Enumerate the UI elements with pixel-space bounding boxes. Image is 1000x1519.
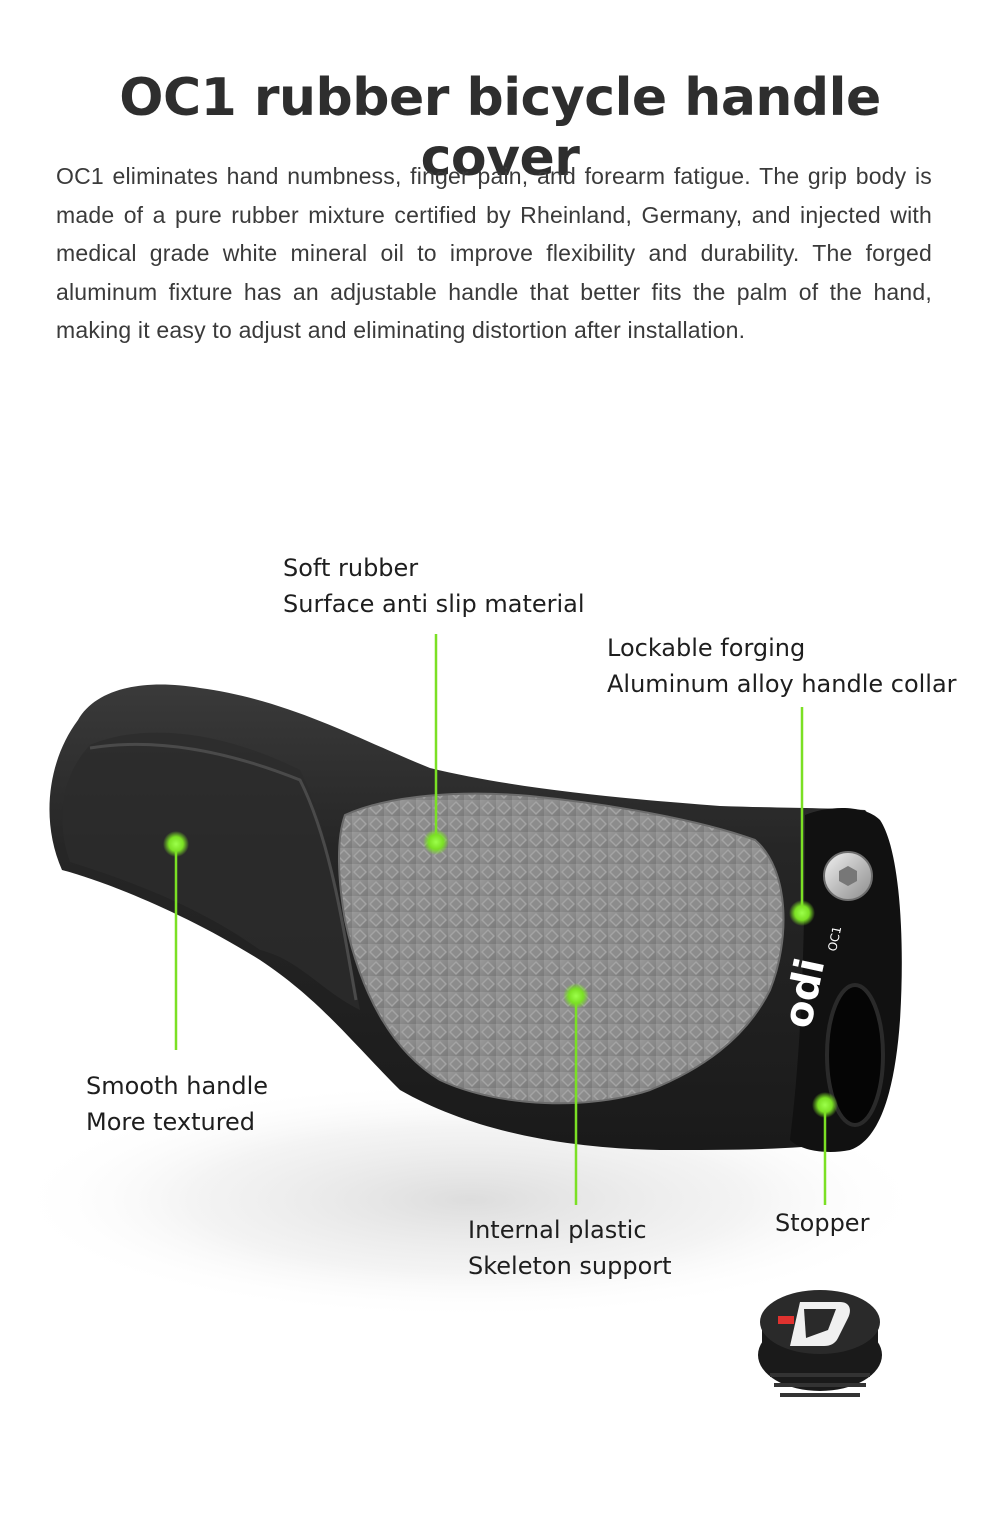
callout-dot-lockable-forging — [789, 900, 815, 926]
callout-soft-rubber-line1: Soft rubber — [283, 554, 419, 582]
grip-seam — [89, 742, 358, 1001]
callout-soft-rubber: Soft rubber Surface anti slip material — [283, 550, 585, 622]
stopper-cap — [758, 1290, 882, 1397]
callout-soft-rubber-line2: Surface anti slip material — [283, 590, 585, 618]
grip-highlight — [62, 732, 360, 1010]
callout-lockable-forging-line2: Aluminum alloy handle collar — [607, 670, 957, 698]
callout-internal-plastic-line2: Skeleton support — [468, 1252, 672, 1280]
callout-dot-internal-plastic — [563, 983, 589, 1009]
callout-smooth-handle-line2: More textured — [86, 1108, 256, 1136]
model-mark: OC1 — [825, 925, 844, 953]
bar-opening — [825, 983, 885, 1127]
callout-smooth-handle: Smooth handle More textured — [86, 1068, 268, 1140]
callout-lockable-forging: Lockable forging Aluminum alloy handle c… — [607, 630, 957, 702]
callout-stopper: Stopper — [775, 1205, 869, 1241]
callout-smooth-handle-line1: Smooth handle — [86, 1072, 269, 1100]
page-title: OC1 rubber bicycle handle cover — [119, 68, 881, 188]
callout-internal-plastic-line1: Internal plastic — [468, 1216, 647, 1244]
callout-internal-plastic: Internal plastic Skeleton support — [468, 1212, 672, 1284]
bolt-hex-socket — [839, 866, 857, 886]
rubber-pad — [337, 792, 785, 1105]
callout-dot-smooth-handle — [163, 831, 189, 857]
callout-lockable-forging-line1: Lockable forging — [607, 634, 806, 662]
callout-dot-stopper — [812, 1092, 838, 1118]
callout-dot-soft-rubber — [423, 829, 449, 855]
callout-stopper-line1: Stopper — [775, 1209, 870, 1237]
product-description: OC1 eliminates hand numbness, finger pai… — [56, 163, 932, 344]
